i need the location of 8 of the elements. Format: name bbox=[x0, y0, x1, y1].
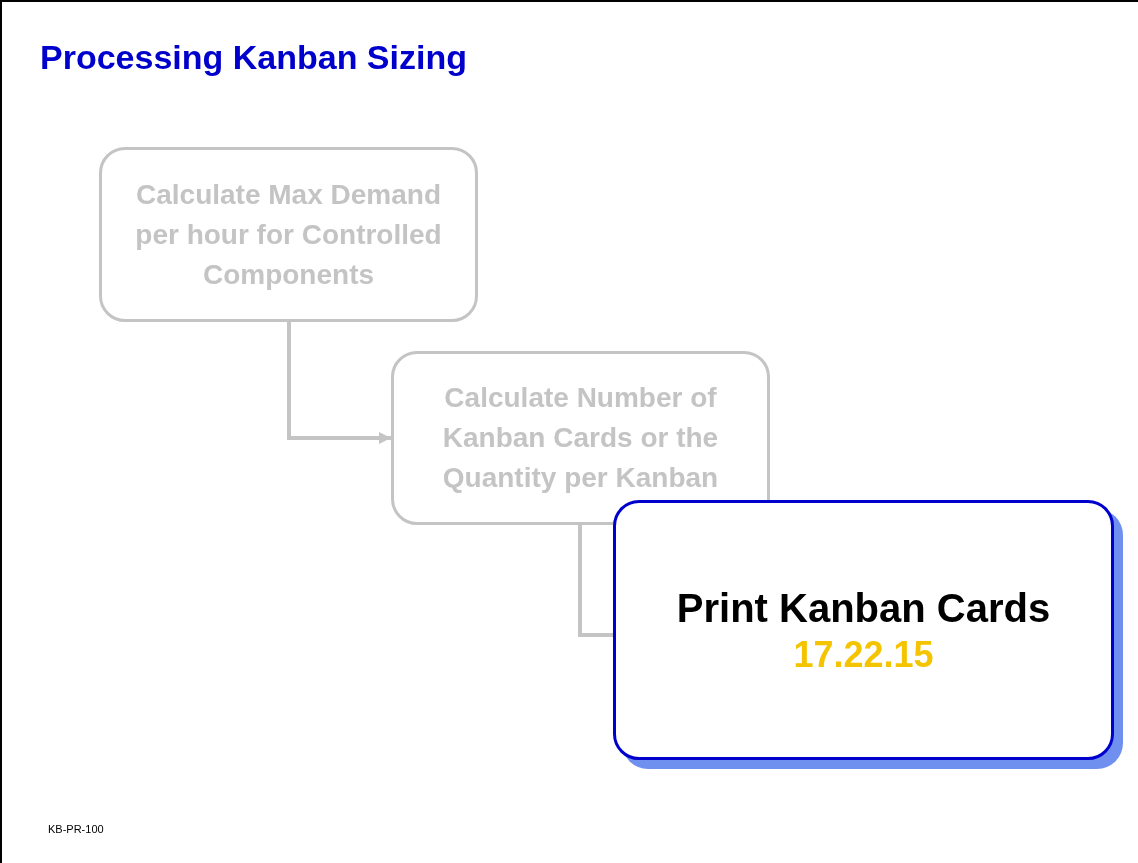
process-box bbox=[99, 147, 478, 322]
diagram-title: Processing Kanban Sizing bbox=[40, 38, 467, 77]
slide-code: KB-PR-100 bbox=[48, 823, 104, 835]
step-text: Print Kanban Cards bbox=[676, 585, 1051, 632]
step-code: 17.22.15 bbox=[793, 633, 934, 677]
process-box bbox=[391, 351, 770, 525]
step-text: Calculate Max Demand per hour for Controlled Components bbox=[134, 177, 443, 292]
step-text: Calculate Number of Kanban Cards or the Quantity per Kanban bbox=[441, 381, 720, 495]
